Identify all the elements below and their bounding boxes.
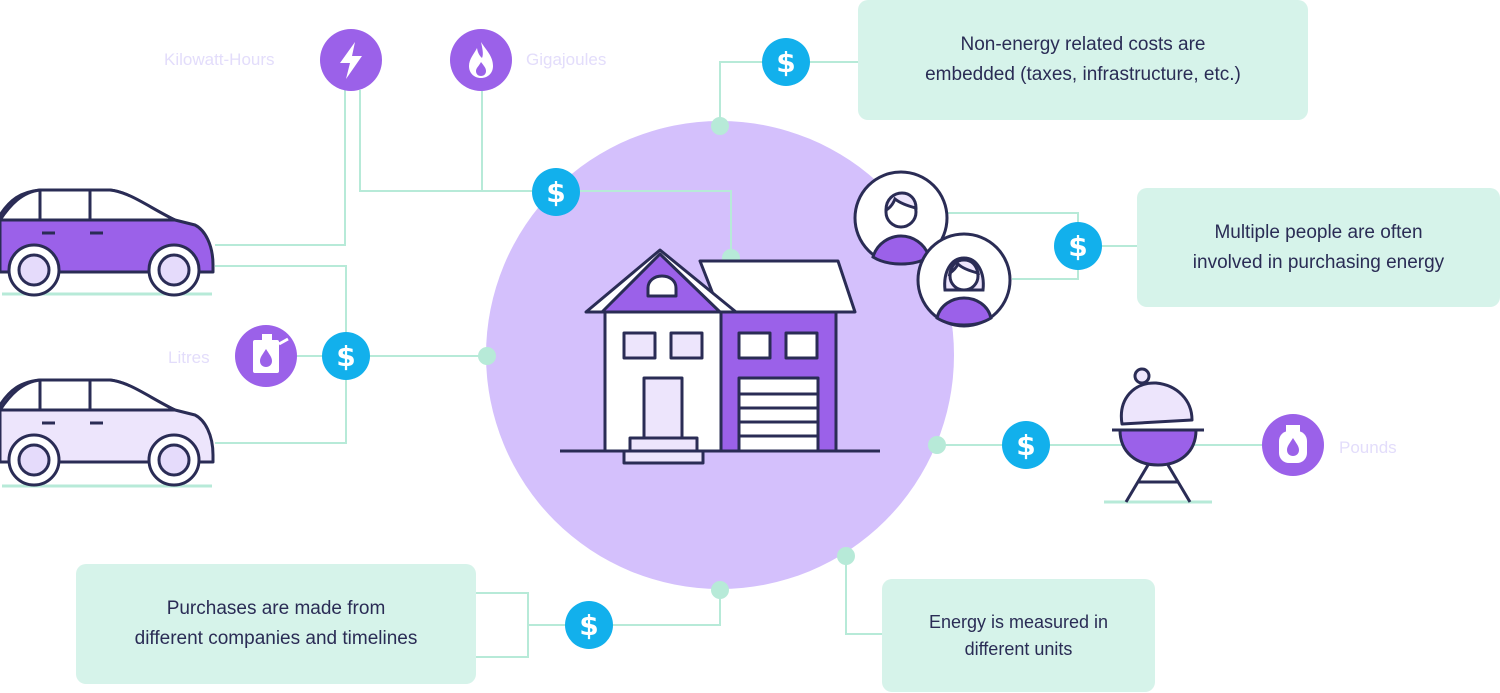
person-icon <box>853 170 949 266</box>
callout-energy-measured: Energy is measured in different units <box>882 579 1155 692</box>
unit-label-kilowatt-hours: Kilowatt-Hours <box>164 50 275 69</box>
unit-label-pounds: Pounds <box>1339 438 1397 457</box>
dollar-symbol: $ <box>579 609 598 642</box>
callout-purchases: Purchases are made from different compan… <box>76 564 476 684</box>
unit-label-gigajoules: Gigajoules <box>526 50 607 69</box>
callout-line: Multiple people are often <box>1214 221 1423 243</box>
dollar-symbol: $ <box>336 340 355 373</box>
car-icon <box>0 188 215 297</box>
dollar-symbol: $ <box>1016 429 1035 462</box>
dollar-icon <box>762 38 810 86</box>
dollar-symbol: $ <box>1068 230 1087 263</box>
callout-multiple-people: Multiple people are often involved in pu… <box>1137 188 1500 307</box>
callout-line: Energy is measured in <box>928 611 1109 632</box>
dollar-symbols: $ $ $ $ $ $ <box>336 46 1087 642</box>
dollar-icon <box>532 168 580 216</box>
dollar-symbol: $ <box>776 46 795 79</box>
dollar-icon <box>1002 421 1050 469</box>
lightning-icon <box>320 29 382 91</box>
flame-icon <box>450 29 512 91</box>
callout-non-energy-costs: Non-energy related costs are embedded (t… <box>858 0 1308 120</box>
dollar-icon <box>565 601 613 649</box>
person-icon <box>916 232 1012 328</box>
dollar-icons <box>322 38 1102 649</box>
dollar-symbol: $ <box>546 176 565 209</box>
fuel-can-icon <box>235 325 297 387</box>
house-icon <box>560 248 880 465</box>
callout-line: Purchases are made from <box>166 598 386 619</box>
dollar-icon <box>322 332 370 380</box>
barbecue-grill-icon <box>1104 367 1212 504</box>
propane-tank-icon <box>1262 414 1324 476</box>
callout-line: different companies and timelines <box>134 628 418 649</box>
callout-line: embedded (taxes, infrastructure, etc.) <box>925 64 1241 85</box>
callout-line: Non-energy related costs are <box>960 34 1206 55</box>
unit-label-litres: Litres <box>168 348 210 367</box>
callout-line: involved in purchasing energy <box>1192 251 1445 273</box>
car-icon <box>0 378 215 488</box>
dollar-icon <box>1054 222 1102 270</box>
callout-line: different units <box>964 638 1073 659</box>
